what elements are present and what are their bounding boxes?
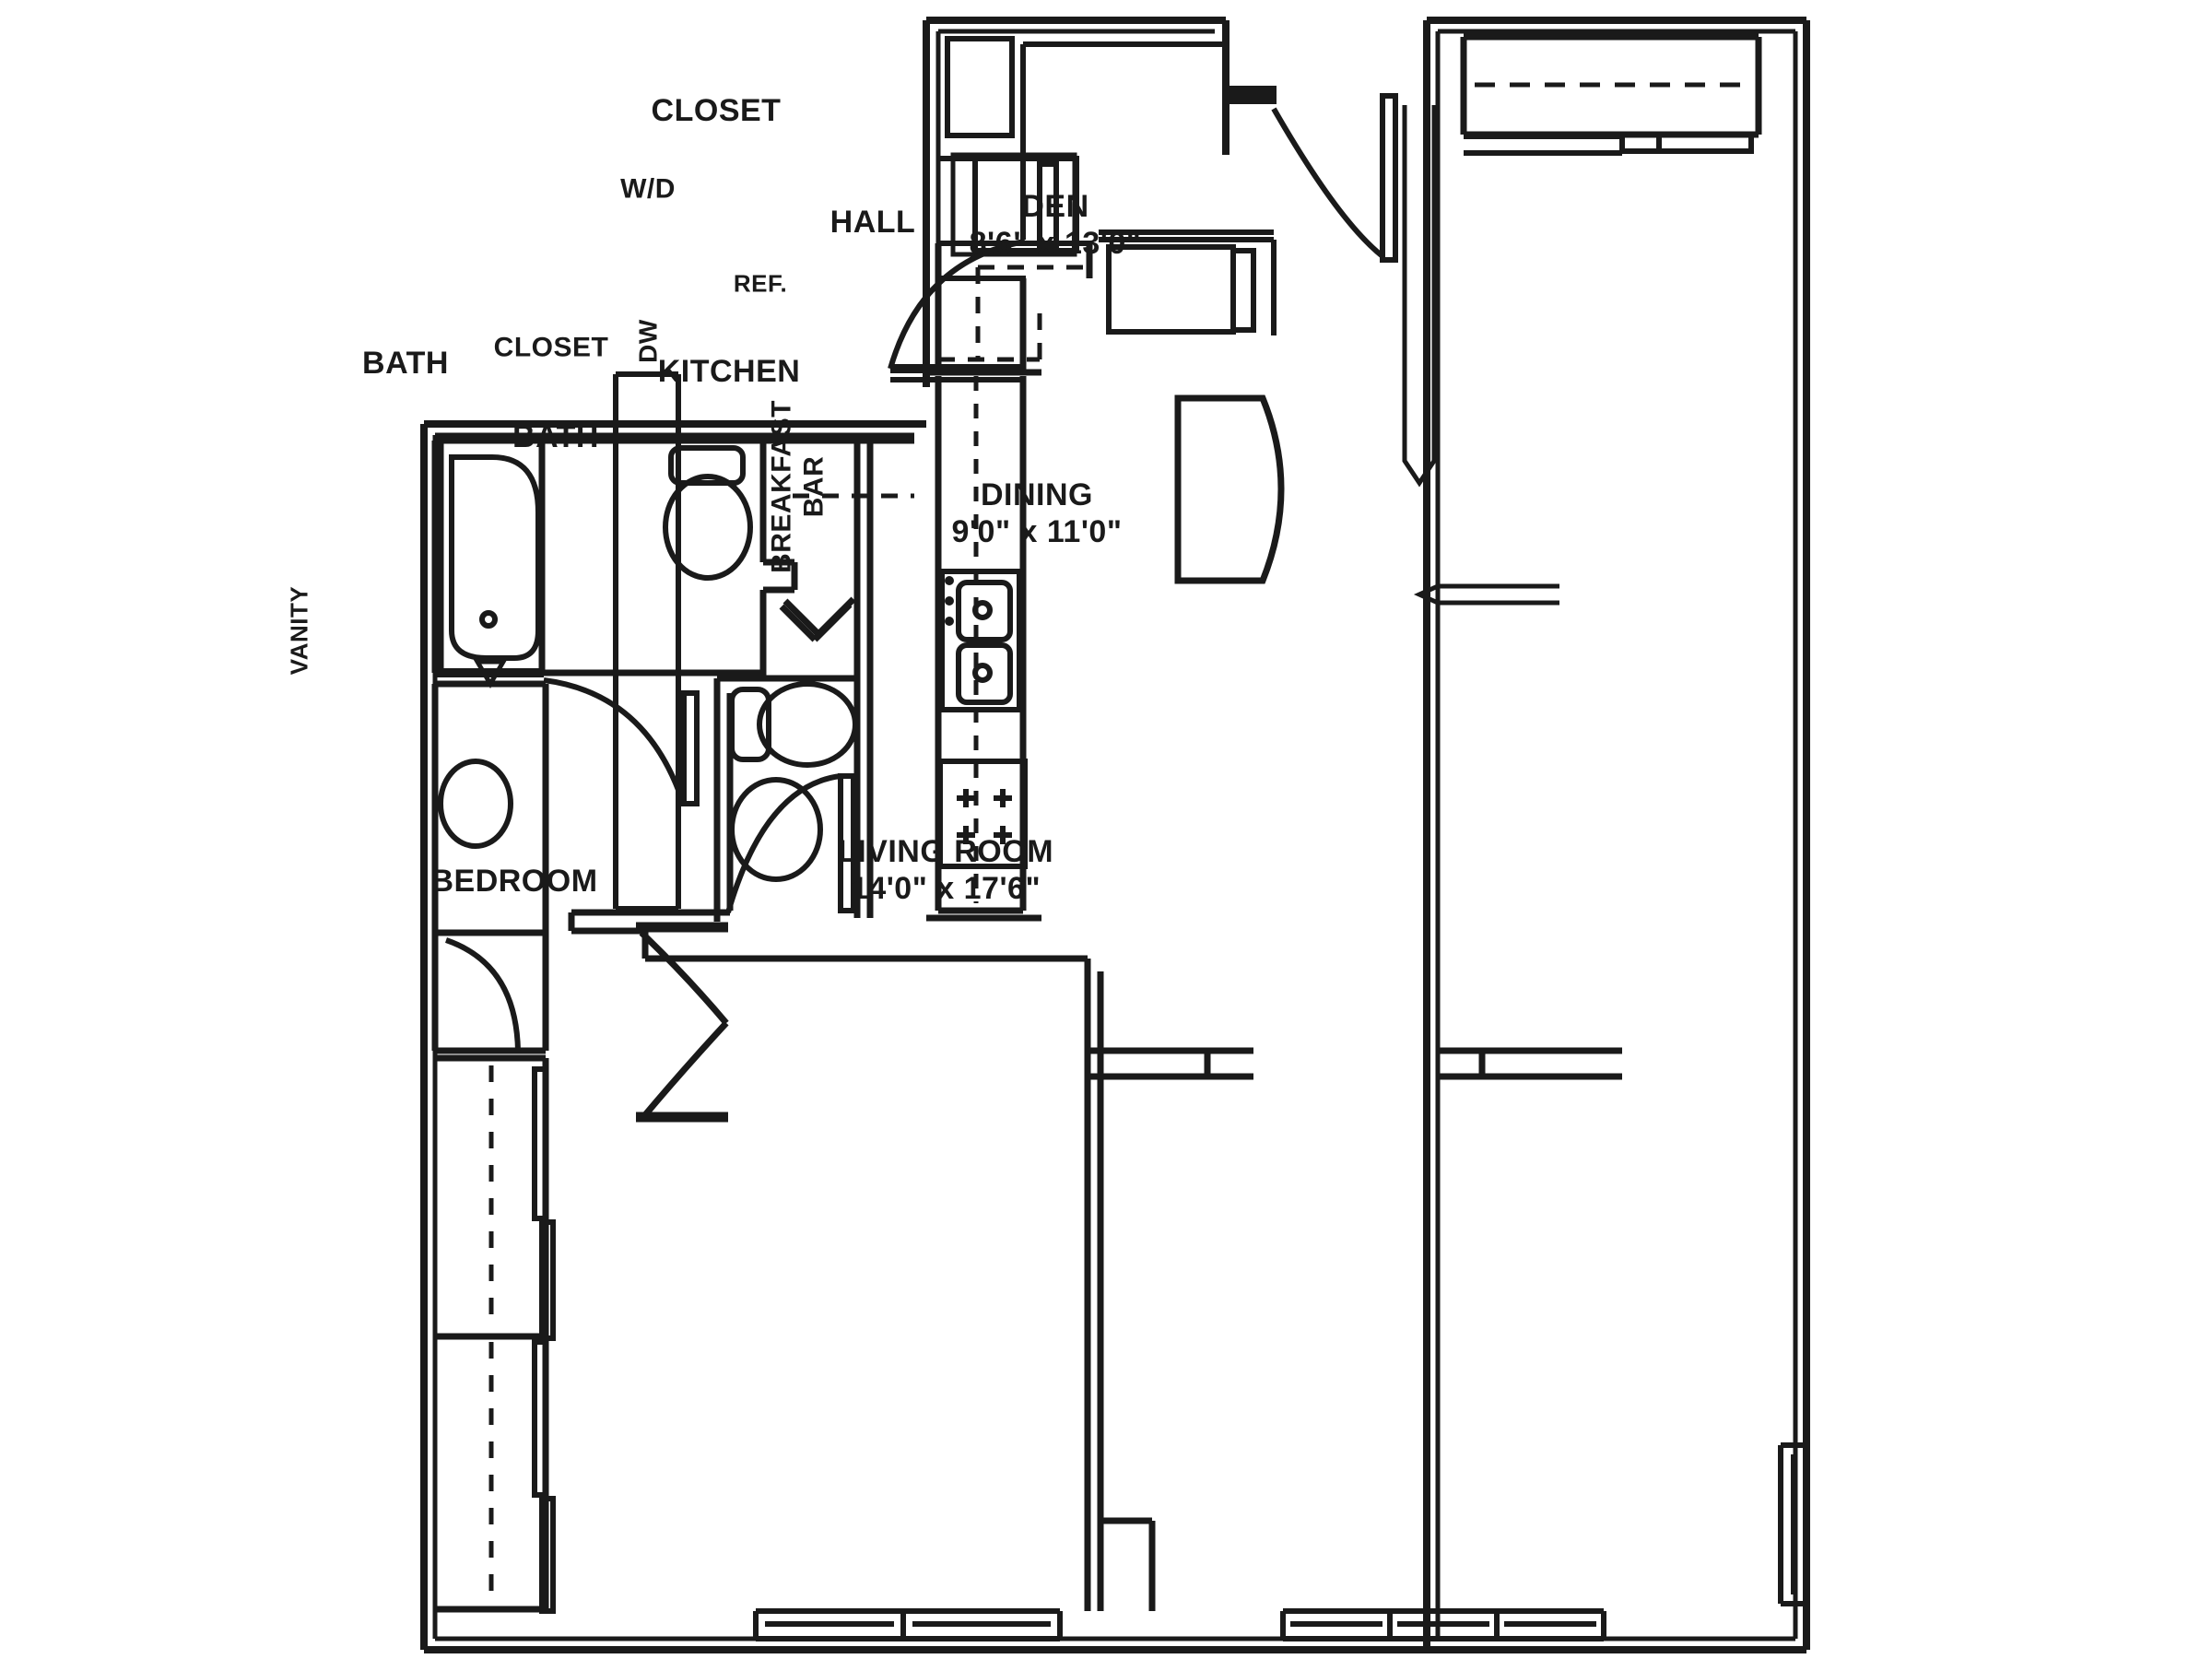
room-label-kitchen: KITCHEN — [658, 353, 801, 390]
room-name: VANITY — [285, 585, 313, 676]
vanity-sink — [438, 759, 513, 849]
room-label-closet-entry: CLOSET — [652, 92, 782, 129]
living-room-nook — [1100, 1517, 1156, 1611]
living-room-window-east — [1778, 1442, 1809, 1606]
room-label-living-room: LIVING ROOM 14'0" x 17'6" — [838, 833, 1053, 907]
second-bath-door — [725, 773, 856, 913]
appliance-label-refrigerator: REF. — [734, 270, 787, 299]
exterior-wall-inner — [432, 29, 1798, 1641]
room-name: HALL — [830, 204, 916, 240]
vanity-area — [431, 680, 549, 1054]
bedroom-closet-slider-panels — [532, 1066, 556, 1614]
bathtub — [449, 454, 541, 688]
feature-label-breakfast-bar: BREAKFAST BAR — [766, 376, 831, 597]
closet-door-swing — [888, 239, 1026, 382]
room-label-bath-second: BATH — [512, 418, 599, 455]
bedroom-window — [753, 1608, 1063, 1641]
den-ledge — [1464, 134, 1754, 156]
toilet-master — [663, 445, 753, 581]
room-dimensions: 14'0" x 17'6" — [850, 871, 1041, 906]
room-label-vanity: VANITY — [286, 586, 314, 675]
room-label-bath-master: BATH — [362, 345, 449, 382]
room-name: CLOSET — [493, 332, 609, 363]
bedroom-double-door — [636, 922, 729, 1123]
feature-name: BREAKFAST BAR — [766, 400, 830, 573]
appliance-label-dishwasher: DW — [632, 319, 663, 363]
kitchen-sink — [939, 569, 1022, 712]
room-dimensions: 8'6" x 13'0" — [969, 226, 1142, 261]
range — [937, 759, 1028, 869]
den-dimension-arrow — [1402, 105, 1437, 488]
kitchen-wall — [935, 243, 1093, 372]
exterior-walls — [420, 17, 1810, 1653]
room-label-dining: DINING 9'0" x 11'0" — [952, 477, 1123, 550]
dining-dimension-arrow — [1413, 583, 1559, 606]
room-dimensions: 9'0" x 11'0" — [951, 514, 1123, 549]
room-name: DINING — [980, 477, 1093, 512]
appliance-label-washer-dryer: W/D — [620, 172, 676, 205]
room-name: BATH — [512, 418, 599, 454]
dining-window-notch — [1438, 1047, 1622, 1080]
hall-entry-door — [1271, 93, 1398, 263]
room-name: DEN — [1021, 188, 1089, 224]
room-label-hall: HALL — [830, 204, 916, 241]
living-room-window-south — [1280, 1608, 1606, 1641]
refrigerator — [1099, 237, 1277, 335]
appliance-name: W/D — [620, 173, 676, 205]
living-dining-walls — [1088, 1047, 1253, 1080]
master-bath-door — [435, 668, 700, 806]
room-label-closet-bath: CLOSET — [494, 331, 609, 363]
appliance-name: DW — [633, 319, 663, 363]
toilet-second — [729, 681, 858, 768]
room-name: LIVING ROOM — [837, 833, 1054, 869]
room-name: BEDROOM — [430, 863, 598, 899]
room-name: BATH — [362, 345, 449, 381]
upper-cabinet-dashed — [938, 265, 1089, 362]
vanity-door-swing — [445, 937, 521, 1052]
sink-second — [729, 777, 823, 882]
room-name: KITCHEN — [657, 353, 801, 389]
bedroom-walls — [435, 927, 1104, 1613]
room-name: CLOSET — [651, 92, 782, 128]
appliance-name: REF. — [733, 269, 788, 298]
closet-wall-block — [1223, 86, 1277, 104]
breakfast-bar-counter — [1174, 394, 1285, 584]
bifold-closet-door — [779, 596, 856, 642]
sink-faucet-knobs — [945, 576, 954, 626]
den-window — [1460, 33, 1762, 138]
room-label-bedroom: BEDROOM — [430, 863, 597, 900]
room-label-den: DEN 8'6" x 13'0" — [970, 188, 1142, 262]
